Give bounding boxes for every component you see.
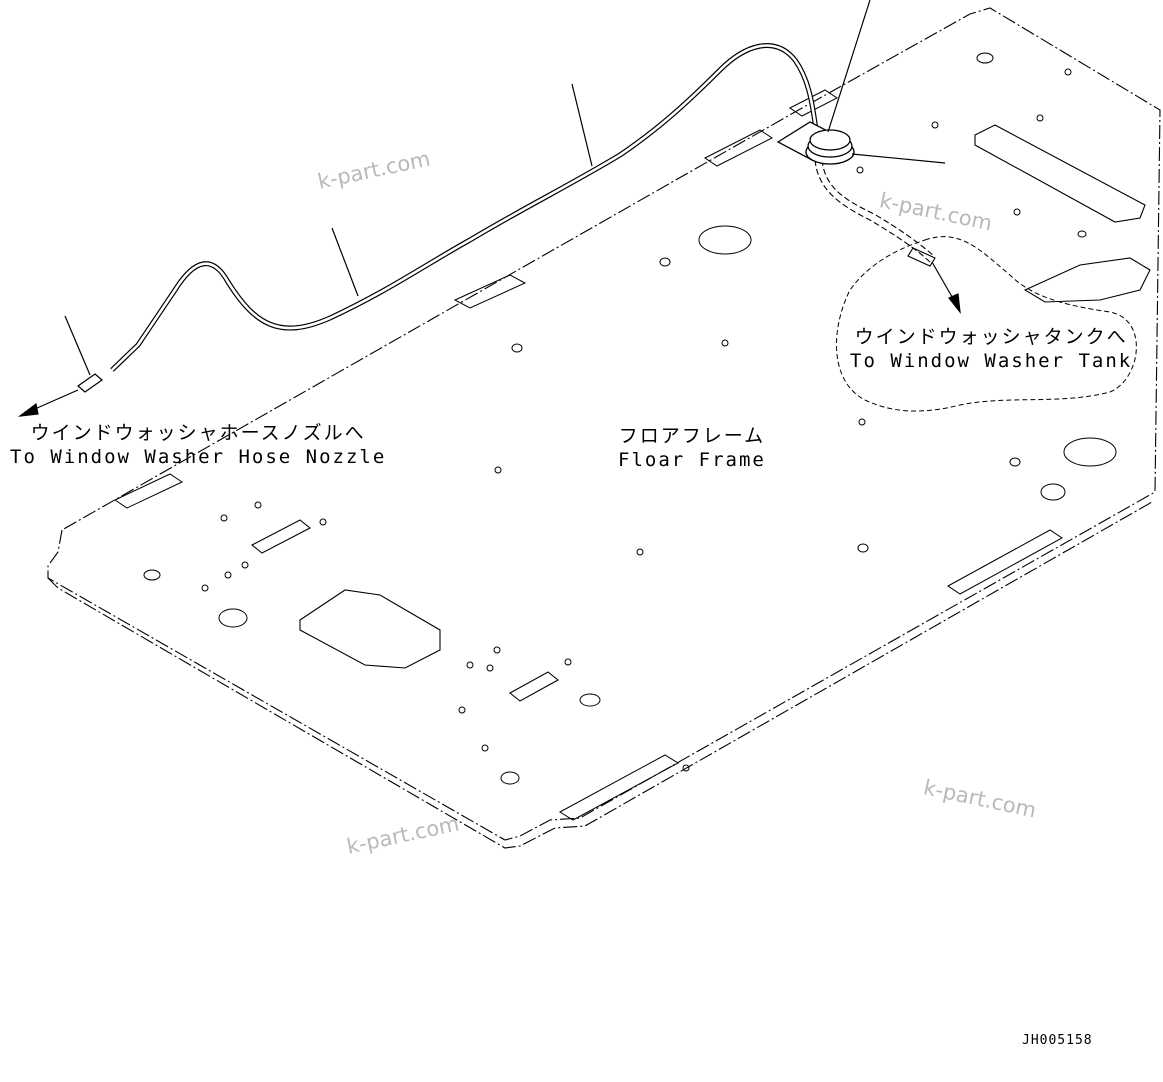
hole xyxy=(579,693,601,707)
tank-label-en: To Window Washer Tank xyxy=(850,349,1133,372)
leader-line xyxy=(64,315,91,376)
floor-frame xyxy=(47,7,1161,849)
hose-outer xyxy=(110,43,819,372)
leader-line xyxy=(571,83,593,167)
hole xyxy=(254,501,262,509)
hole xyxy=(481,744,489,752)
hole xyxy=(1077,230,1087,238)
bracket xyxy=(704,129,773,167)
bracket xyxy=(947,529,1063,595)
frame-cutouts xyxy=(250,124,1151,702)
hole xyxy=(682,764,690,772)
floor-frame-outline xyxy=(47,7,1161,841)
hole xyxy=(458,706,466,714)
hole xyxy=(493,646,501,654)
grommet xyxy=(776,121,855,165)
hole xyxy=(224,571,232,579)
bracket xyxy=(789,89,838,117)
mounting-brackets xyxy=(113,89,1063,821)
leader-line xyxy=(827,0,871,133)
hole xyxy=(1013,208,1021,216)
hole xyxy=(636,548,644,556)
tank-note: ウインドウォッシャタンクへ To Window Washer Tank xyxy=(850,326,1132,374)
hole xyxy=(1064,68,1072,76)
slot xyxy=(974,124,1146,223)
bracket xyxy=(113,473,184,509)
large-cutout xyxy=(299,589,441,669)
washer-hose xyxy=(110,43,936,372)
hose-inner xyxy=(111,44,818,371)
hole xyxy=(201,584,209,592)
hole xyxy=(319,518,327,526)
hole xyxy=(494,466,502,474)
hole xyxy=(721,339,729,347)
leader-line xyxy=(331,227,359,297)
nozzle-connector xyxy=(77,373,103,393)
nozzle-note: ウインドウォッシャホースノズルへ To Window Washer Hose N… xyxy=(10,422,386,470)
hole xyxy=(698,225,752,255)
hole xyxy=(976,52,994,64)
hole xyxy=(1009,457,1021,467)
slot xyxy=(250,519,312,554)
hole xyxy=(486,664,494,672)
hole xyxy=(1063,437,1117,467)
hole xyxy=(659,257,671,267)
hole xyxy=(466,661,474,669)
leader-lines xyxy=(64,0,946,376)
frame-note: フロアフレーム Floar Frame xyxy=(618,425,766,473)
frame-label-en: Floar Frame xyxy=(618,448,766,471)
hole xyxy=(857,543,869,553)
hose-end xyxy=(907,247,936,267)
grommet-ring xyxy=(809,129,851,151)
bracket xyxy=(559,754,679,821)
drawing-code: JH005158 xyxy=(1022,1033,1093,1048)
hole xyxy=(1036,114,1044,122)
frame-holes xyxy=(143,52,1117,785)
nozzle-label-en: To Window Washer Hose Nozzle xyxy=(10,445,387,468)
arrow-head-icon xyxy=(948,293,961,315)
hole xyxy=(500,771,520,785)
tank-callout-cloud xyxy=(836,236,1137,412)
bracket xyxy=(453,274,527,309)
slot xyxy=(1023,257,1151,303)
hole xyxy=(856,166,864,174)
arrow-head-icon xyxy=(17,402,39,417)
hole xyxy=(218,608,248,628)
hole xyxy=(858,418,866,426)
direction-arrows xyxy=(17,261,961,417)
frame-label-ja: フロアフレーム xyxy=(618,425,766,447)
hole xyxy=(143,569,161,581)
connector-body xyxy=(77,373,103,393)
arrow-shaft xyxy=(931,261,956,303)
tank-label-ja: ウインドウォッシャタンクへ xyxy=(854,326,1128,348)
hole xyxy=(1040,483,1066,501)
hole xyxy=(511,343,523,353)
hole xyxy=(931,121,939,129)
nozzle-label-ja: ウインドウォッシャホースノズルへ xyxy=(30,422,366,444)
hole xyxy=(564,658,572,666)
floor-frame-edge xyxy=(47,501,1153,849)
leader-line xyxy=(851,153,946,164)
slot xyxy=(509,671,559,702)
hole xyxy=(241,561,249,569)
hole xyxy=(220,514,228,522)
